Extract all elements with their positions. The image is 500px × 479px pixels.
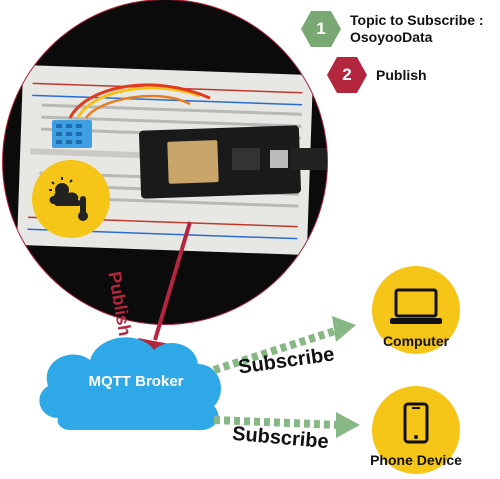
computer-label: Computer <box>382 333 450 349</box>
mqtt-broker-label: MQTT Broker <box>88 373 184 390</box>
legend-text-1-line2: OsoyooData <box>350 29 433 45</box>
legend-text-2: Publish <box>376 67 427 83</box>
phone-device-circle <box>372 386 460 474</box>
legend-text-1-line1: Topic to Subscribe : <box>350 12 484 28</box>
legend-badge-1: 1 <box>300 10 342 48</box>
computer-device-circle <box>372 266 460 354</box>
legend-badge-2: 2 <box>326 56 368 94</box>
sensor-badge <box>32 160 110 238</box>
legend-number-2: 2 <box>342 65 352 84</box>
phone-label: Phone Device <box>370 452 462 468</box>
legend-text-1: Topic to Subscribe : OsoyooData <box>350 12 484 46</box>
smartphone-icon <box>403 402 429 444</box>
laptop-icon <box>390 288 442 324</box>
legend-number-1: 1 <box>316 19 326 38</box>
weather-thermometer-icon <box>49 177 88 221</box>
mqtt-cloud <box>39 337 221 431</box>
